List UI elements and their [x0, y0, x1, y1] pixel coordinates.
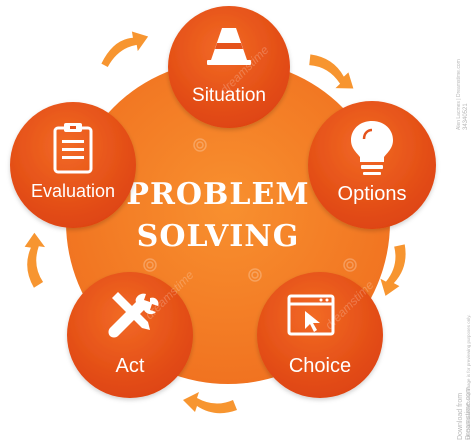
arrow-act-to-evaluation: [24, 232, 46, 288]
arrow-choice-to-act: [183, 392, 237, 414]
lightbulb-icon: [351, 121, 393, 175]
node-options[interactable]: Options: [308, 101, 436, 229]
cycle-arrows: [24, 31, 406, 414]
traffic-cone-icon: [207, 28, 251, 65]
watermark-site: Dreamstime.com: [465, 387, 472, 440]
node-choice[interactable]: Choice: [257, 272, 383, 398]
node-situation[interactable]: Situation: [168, 6, 290, 128]
tools-icon: [108, 292, 159, 338]
arrow-evaluation-to-situation: [101, 31, 149, 68]
center-title-line1: PROBLEM: [126, 177, 309, 212]
node-label-act: Act: [116, 355, 145, 377]
watermark-side-panel: 34340521 Alen Lacmes | Dreamstime.com Th…: [456, 59, 472, 440]
node-label-choice: Choice: [289, 355, 351, 377]
node-evaluation[interactable]: Evaluation: [10, 102, 136, 228]
browser-cursor-icon: [287, 294, 335, 336]
node-label-situation: Situation: [192, 85, 266, 106]
watermark-id: 34340521: [463, 103, 469, 130]
node-label-evaluation: Evaluation: [31, 181, 115, 201]
clipboard-icon: [53, 123, 93, 174]
arrow-options-to-choice: [380, 244, 406, 296]
arrow-situation-to-options: [309, 54, 354, 89]
node-label-options: Options: [338, 183, 407, 205]
watermark-credit: Alen Lacmes | Dreamstime.com: [456, 59, 462, 130]
watermark-download: Download from: [457, 393, 464, 440]
node-act[interactable]: Act: [67, 272, 193, 398]
center-title-line2: SOLVING: [137, 219, 300, 254]
watermark-notice: This watermarked comp image is for previ…: [466, 315, 471, 440]
